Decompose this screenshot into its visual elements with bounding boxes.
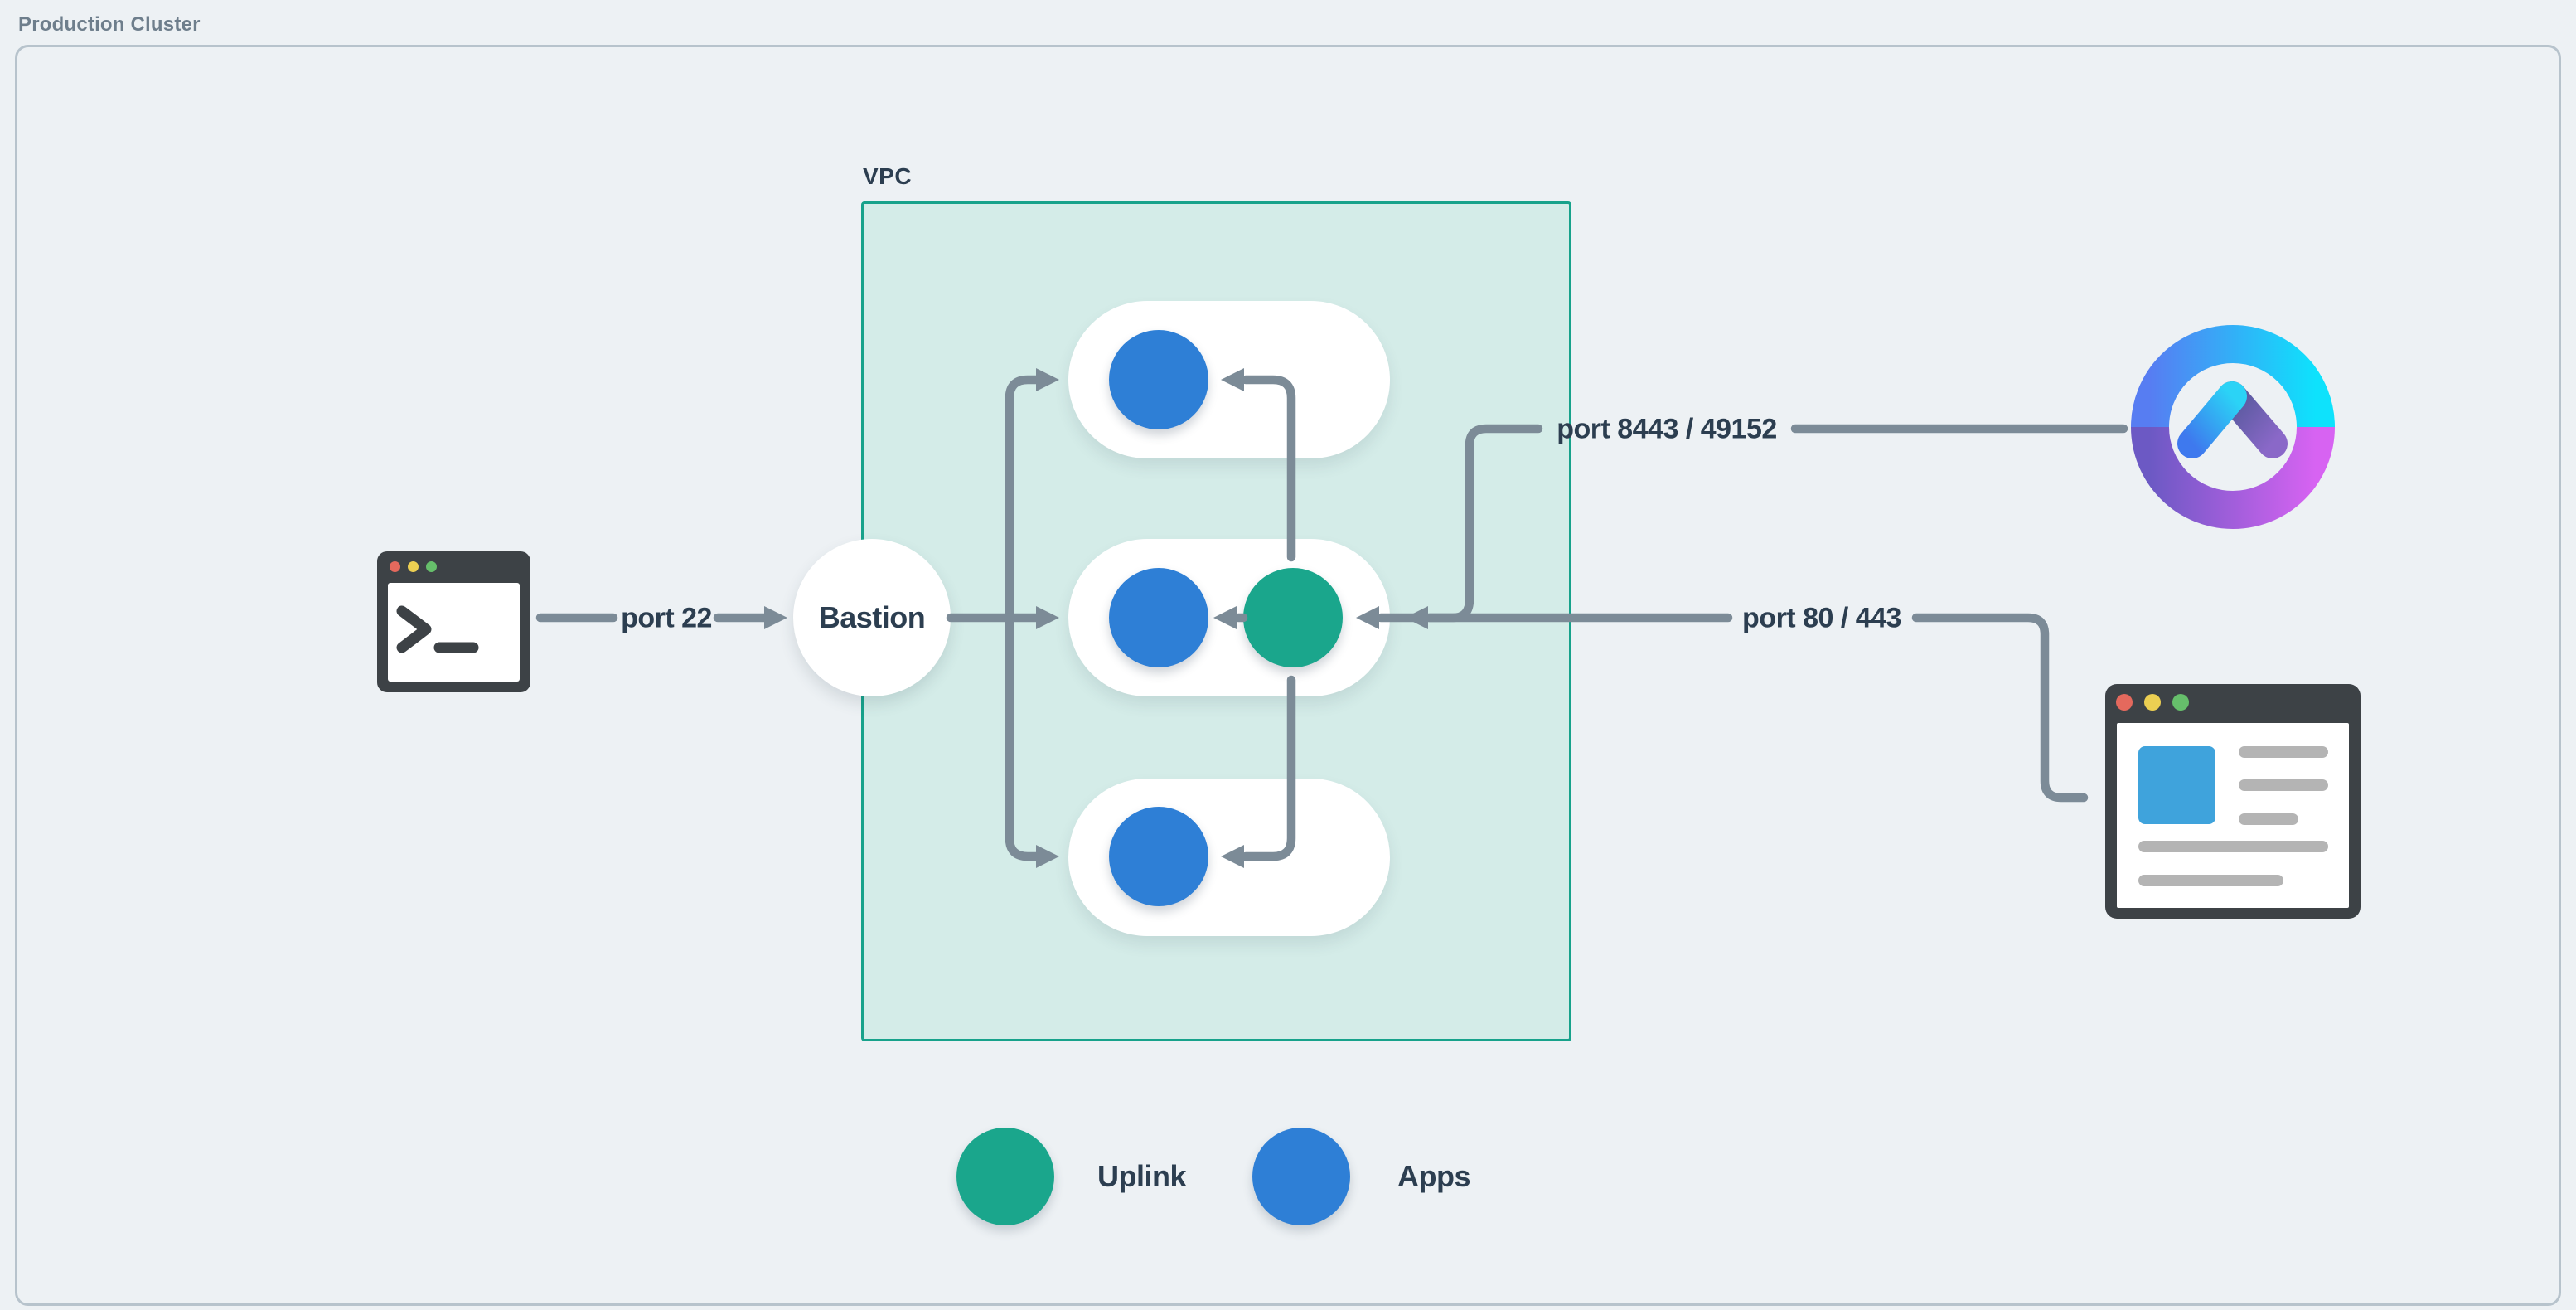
page-text-line (2239, 779, 2328, 791)
terminal-screen (388, 583, 520, 682)
app-pill-1 (1068, 301, 1390, 458)
red-dot-icon (390, 561, 400, 572)
browser-page (2117, 723, 2349, 908)
uplink-node (1243, 568, 1343, 667)
uplink-port-label: port 8443 / 49152 (1557, 413, 1777, 445)
terminal-traffic-lights (390, 561, 437, 572)
bastion-label: Bastion (818, 600, 926, 634)
legend-apps-swatch (1252, 1128, 1350, 1225)
page-image-placeholder (2138, 746, 2215, 824)
app-node-2 (1109, 568, 1208, 667)
cluster-boundary (15, 45, 2561, 1306)
ssh-port-label: port 22 (621, 602, 712, 634)
page-text-line (2138, 841, 2328, 852)
cluster-title: Production Cluster (18, 13, 201, 36)
browser-traffic-lights (2116, 694, 2189, 711)
vpc-label: VPC (863, 163, 913, 189)
app-node-1 (1109, 330, 1208, 429)
ring-chevron-logo-icon (2131, 325, 2335, 529)
browser-window-icon (2105, 684, 2361, 919)
bastion-node: Bastion (793, 539, 951, 696)
web-port-label: port 80 / 443 (1742, 602, 1901, 634)
shell-prompt-icon (396, 605, 479, 653)
yellow-dot-icon (408, 561, 419, 572)
legend-uplink-swatch (956, 1128, 1054, 1225)
green-dot-icon (2172, 694, 2189, 711)
page-text-line (2138, 875, 2283, 886)
red-dot-icon (2116, 694, 2133, 711)
page-text-line (2239, 813, 2298, 825)
legend-apps-label: Apps (1397, 1159, 1471, 1193)
page-text-line (2239, 746, 2328, 758)
app-pill-2 (1068, 539, 1390, 696)
legend-uplink-label: Uplink (1097, 1159, 1187, 1193)
app-pill-3 (1068, 779, 1390, 936)
green-dot-icon (426, 561, 437, 572)
yellow-dot-icon (2144, 694, 2161, 711)
app-node-3 (1109, 807, 1208, 906)
terminal-window-icon (377, 551, 530, 692)
